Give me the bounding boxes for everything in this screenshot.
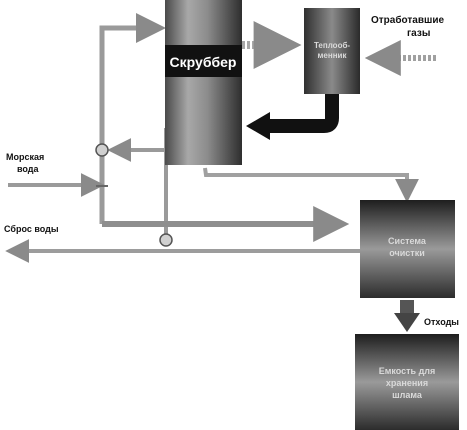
treatment-label-line1: Система [388, 236, 427, 246]
heat-exchanger-label-line1: Теплооб- [314, 41, 350, 50]
water-discharge-label: Сброс воды [4, 224, 59, 234]
gas-return-arrow [268, 94, 339, 133]
valve-upper[interactable] [95, 143, 109, 157]
scrubber-label-band [165, 45, 242, 77]
scrubber-tower [165, 0, 242, 165]
storage-label-line2: хранения [386, 378, 428, 388]
treatment-label-line2: очистки [389, 248, 424, 258]
scrubber-to-treatment-pipe [203, 167, 419, 203]
valve-lower[interactable] [159, 233, 173, 247]
heat-exchanger-label-line2: менник [318, 51, 348, 60]
waste-arrow-shaft [400, 300, 414, 314]
heat-exchanger-box [304, 8, 360, 94]
seawater-supply-pipe [99, 13, 166, 224]
waste-label: Отходы [424, 317, 459, 327]
exhaust-gases-label-line2: газы [407, 28, 430, 39]
waste-arrowhead [394, 313, 420, 332]
storage-label-line3: шлама [392, 390, 423, 400]
sludge-storage-tank [355, 334, 459, 430]
exhaust-gases-label-line1: Отработавшие [371, 14, 444, 26]
gas-return-arrowhead [246, 112, 270, 140]
seawater-label-line1: Морская [6, 152, 44, 162]
scrubber-label: Скруббер [170, 54, 237, 70]
storage-label-line1: Емкость для [379, 366, 436, 376]
seawater-label-line2: вода [17, 164, 40, 174]
treatment-system-box [360, 200, 455, 298]
